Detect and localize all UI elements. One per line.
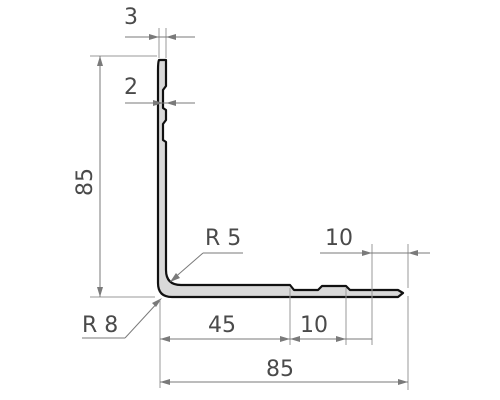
dim-label-horizontal-leg: 85 xyxy=(266,357,294,382)
dimension-horizontal-leg: 85 xyxy=(160,296,409,390)
dim-label-inner-radius: R 5 xyxy=(205,226,241,251)
dimension-to-notch: 45 10 xyxy=(159,288,347,388)
dimension-vertical-leg: 85 xyxy=(73,55,157,298)
dimension-notch-depth: 2 xyxy=(124,75,195,106)
dim-label-to-notch: 45 xyxy=(208,313,236,338)
dimension-outer-radius: R 8 xyxy=(82,298,162,339)
dim-label-notch-width-bottom: 10 xyxy=(300,313,328,338)
dim-label-notch-width-top: 10 xyxy=(325,226,353,251)
dimension-inner-radius: R 5 xyxy=(170,226,243,282)
dim-label-thickness-top: 3 xyxy=(124,5,138,30)
dim-label-vertical-leg: 85 xyxy=(73,168,98,196)
dimension-thickness-top: 3 xyxy=(124,5,195,58)
angle-profile xyxy=(156,58,405,299)
dim-label-notch-depth: 2 xyxy=(124,75,138,100)
dim-label-outer-radius: R 8 xyxy=(82,313,118,338)
dimension-notch-width-top: 10 xyxy=(320,226,430,345)
